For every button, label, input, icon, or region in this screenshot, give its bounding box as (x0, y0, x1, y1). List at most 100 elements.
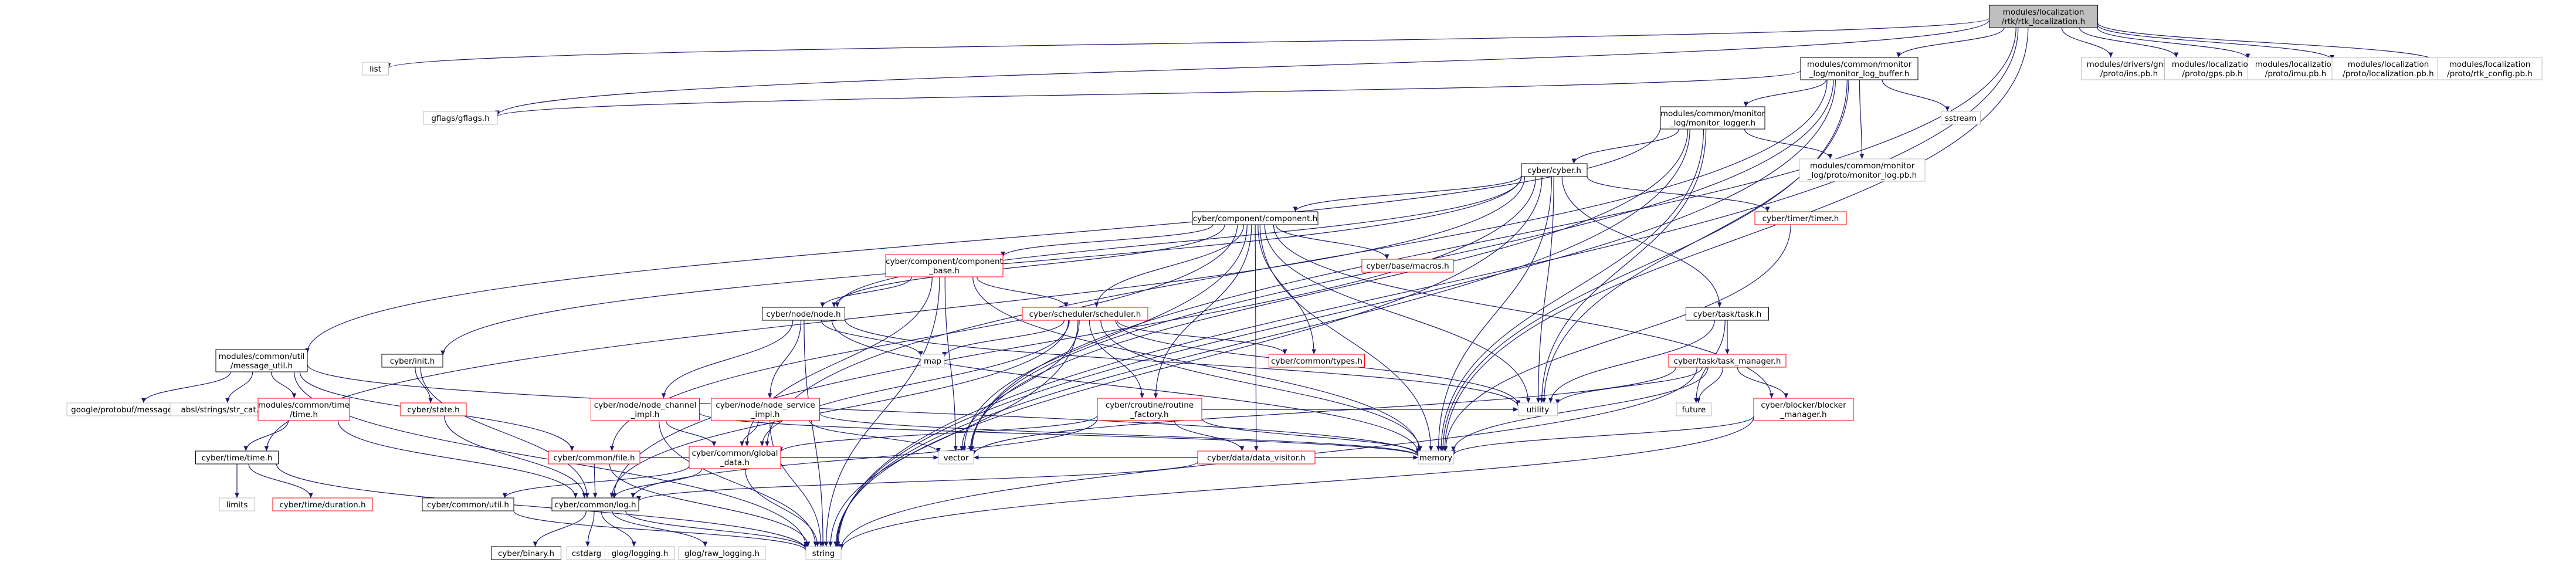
include-edge-log_h-to-cstdarg (585, 510, 595, 547)
node-label-line: vector (944, 453, 969, 463)
node-label-line: modules/common/monitor (1810, 161, 1915, 171)
node-monitor-log-pb[interactable]: modules/common/monitor_log/proto/monitor… (1799, 158, 1926, 182)
node-gps-pb[interactable]: modules/localization/proto/gps.pb.h (2164, 57, 2260, 80)
node-component-h[interactable]: cyber/component/component.h (1192, 211, 1318, 225)
node-label-line: modules/localization (2449, 60, 2531, 69)
node-map[interactable]: map (920, 354, 945, 368)
node-label-line: /proto/ins.pb.h (2100, 69, 2158, 79)
node-node-service-impl[interactable]: cyber/node/node_service_impl.h (711, 398, 820, 421)
node-log-h[interactable]: cyber/common/log.h (551, 497, 639, 511)
node-label-line: cyber/state.h (407, 405, 459, 415)
node-sstream[interactable]: sstream (1941, 111, 1981, 125)
node-time-h[interactable]: cyber/time/time.h (195, 450, 279, 465)
node-label-line: cyber/binary.h (498, 549, 554, 558)
node-box (1192, 211, 1318, 225)
node-raw-logging-h[interactable]: glog/raw_logging.h (678, 546, 766, 560)
node-types-h[interactable]: cyber/common/types.h (1269, 354, 1365, 368)
include-edge-component_base-to-node_h (820, 276, 912, 308)
node-scheduler-h[interactable]: cyber/scheduler/scheduler.h (1022, 307, 1148, 321)
node-file-h[interactable]: cyber/common/file.h (548, 450, 640, 465)
node-box (491, 546, 561, 560)
node-rtk-cfg[interactable]: modules/localization/proto/rtk_config.pb… (2437, 57, 2543, 80)
node-loc-pb[interactable]: modules/localization/proto/localization.… (2331, 57, 2445, 80)
node-global-data-h[interactable]: cyber/common/global_data.h (689, 446, 781, 469)
include-edge-component_h-to-types_h (1258, 224, 1317, 355)
node-memory[interactable]: memory (1418, 450, 1454, 465)
node-init-h[interactable]: cyber/init.h (381, 354, 443, 368)
node-label-line: cyber/task/task.h (1693, 310, 1762, 319)
include-edge-log_buffer-to-sstream (1882, 79, 1950, 112)
node-label-line: modules/localization (2003, 8, 2084, 17)
node-task-h[interactable]: cyber/task/task.h (1686, 307, 1769, 321)
include-edge-node_h-to-utility (844, 319, 1521, 407)
include-edge-root-to-gflags (495, 19, 1990, 116)
node-node-channel-impl[interactable]: cyber/node/node_channel_impl.h (591, 398, 700, 421)
node-str-cat-h[interactable]: absl/strings/str_cat.h (170, 402, 275, 416)
include-edge-message_util-to-common_time_h (270, 371, 297, 399)
node-box (195, 450, 279, 465)
node-timer-h[interactable]: cyber/timer/timer.h (1754, 211, 1847, 225)
include-edge-scheduler_h-to-memory (1100, 320, 1422, 452)
include-edge-message_util-to-str_cat_h (225, 371, 253, 404)
node-common-time-h[interactable]: modules/common/time/time.h (257, 398, 350, 421)
node-routine-factory[interactable]: cyber/croutine/routine_factory.h (1097, 398, 1202, 421)
node-state-h[interactable]: cyber/state.h (400, 402, 467, 416)
include-edge-root-to-ins_pb (2061, 27, 2113, 58)
node-monitor-logger[interactable]: modules/common/monitor_log/monitor_logge… (1660, 106, 1765, 130)
node-box (1660, 106, 1765, 130)
node-message-h[interactable]: google/protobuf/message.h (66, 402, 185, 416)
node-box (605, 546, 675, 560)
include-edge-node_h-to-map (821, 320, 923, 357)
node-log-buffer[interactable]: modules/common/monitor_log/monitor_log_b… (1800, 57, 1919, 80)
node-label-line: _impl.h (631, 410, 660, 419)
node-gflags[interactable]: gflags/gflags.h (423, 111, 498, 125)
include-edge-root-to-memory (1442, 27, 2029, 452)
node-label-line: _manager.h (1780, 410, 1826, 419)
node-utility[interactable]: utility (1518, 402, 1558, 416)
include-edge-blocker_manager-to-memory (1451, 415, 1754, 456)
include-edge-component_h-to-node_h (832, 224, 1225, 308)
node-ins-pb[interactable]: modules/drivers/gnss/proto/ins.pb.h (2081, 57, 2177, 80)
node-label-line: future (1682, 405, 1706, 415)
node-cstdarg[interactable]: cstdarg (567, 546, 606, 560)
node-vector[interactable]: vector (938, 450, 974, 465)
node-label-line: cyber/init.h (390, 357, 435, 366)
node-box (2081, 57, 2177, 80)
node-blocker-manager[interactable]: cyber/blocker/blocker_manager.h (1753, 398, 1854, 421)
include-edge-scheduler_h-to-vector (960, 320, 1080, 452)
node-list[interactable]: list (362, 62, 389, 76)
node-message-util[interactable]: modules/common/util/message_util.h (215, 349, 308, 372)
node-root[interactable]: modules/localization/rtk/rtk_localizatio… (1989, 5, 2098, 28)
node-box (2437, 57, 2543, 80)
node-limits[interactable]: limits (219, 497, 255, 511)
node-imu-pb[interactable]: modules/localization/proto/imu.pb.h (2248, 57, 2344, 80)
node-label-line: cyber/common/file.h (553, 453, 635, 463)
node-label-line: _impl.h (751, 410, 780, 419)
node-future[interactable]: future (1676, 402, 1712, 416)
node-label-line: cyber/component/component.h (1193, 214, 1318, 223)
node-duration-h[interactable]: cyber/time/duration.h (272, 497, 373, 511)
include-edge-log_h-to-raw_logging_h (612, 510, 708, 547)
node-box (257, 398, 350, 421)
include-edge-routine_factory-to-data_visitor_h (1174, 420, 1245, 452)
include-edge-log_buffer-to-monitor_log_pb (1859, 79, 1865, 160)
node-data-visitor-h[interactable]: cyber/data/data_visitor.h (1197, 450, 1316, 465)
node-string[interactable]: string (805, 546, 842, 560)
include-edge-cyber_h-to-timer_h (1587, 176, 1770, 212)
node-cyber-h[interactable]: cyber/cyber.h (1521, 163, 1588, 177)
node-macros-h[interactable]: cyber/base/macros.h (1361, 259, 1454, 273)
include-edge-common_time_h-to-log_h (337, 420, 578, 499)
node-component-base[interactable]: cyber/component/component_base.h (885, 254, 1004, 277)
node-util-h[interactable]: cyber/common/util.h (422, 497, 514, 511)
node-task-manager-h[interactable]: cyber/task/task_manager.h (1668, 354, 1787, 368)
node-box (678, 546, 766, 560)
node-node-h[interactable]: cyber/node/node.h (762, 307, 845, 321)
node-label-line: modules/common/monitor (1807, 60, 1912, 69)
include-edge-log_buffer-to-string (835, 79, 1836, 547)
node-binary-h[interactable]: cyber/binary.h (491, 546, 561, 560)
include-edge-log_h-to-binary_h (533, 510, 587, 547)
node-glog-h[interactable]: glog/logging.h (605, 546, 675, 560)
node-label-line: list (370, 65, 381, 74)
